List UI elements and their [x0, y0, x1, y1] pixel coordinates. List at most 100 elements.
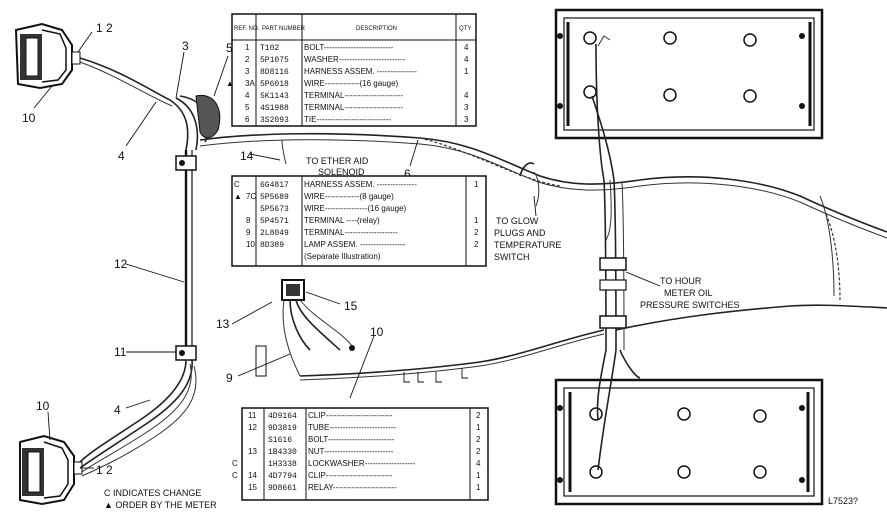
destination-labels: TO ETHER AID SOLENOID TO GLOW PLUGS AND … — [104, 156, 858, 510]
figure-number: L7523? — [828, 496, 858, 506]
table2-description: WIRE----------------(16 gauge) — [304, 204, 407, 213]
table1-ref: 1 — [245, 43, 250, 52]
table3-mark: C — [232, 459, 238, 468]
table1-row: 6 3S2093 TIE---------------------------- 3 — [245, 115, 469, 125]
table1-qty: 3 — [464, 115, 469, 124]
table1-part-number: T102 — [260, 44, 279, 53]
label-ether-aid-1: TO ETHER AID — [306, 156, 369, 166]
table1-part-number: 4S1988 — [260, 104, 289, 113]
table3-description: BOLT------------------------- — [308, 435, 395, 444]
table2-description: WIRE-------------(8 gauge) — [304, 192, 394, 201]
table1-part-number: 5P6018 — [260, 80, 289, 89]
table1-part-number: 8D8116 — [260, 68, 289, 77]
callout-1-2-bottom: 1 2 — [96, 463, 113, 477]
table2-ref: 10 — [246, 240, 255, 249]
table3-part-number: 4D9164 — [268, 412, 297, 421]
callout-4-bottom: 4 — [114, 403, 121, 417]
table3-part-number: 9D8661 — [268, 484, 297, 493]
callout-10-top: 10 — [22, 111, 36, 125]
table3-description: TUBE------------------------- — [308, 423, 396, 432]
table3-part-number: 4D7794 — [268, 472, 297, 481]
table2-qty: 2 — [474, 228, 479, 237]
table1-ref: 6 — [245, 115, 250, 124]
table3-part-number: S1616 — [268, 436, 292, 445]
tie-clips-lower — [403, 368, 468, 383]
callout-10-mid: 10 — [370, 325, 384, 339]
table3-part-number: 9D3819 — [268, 424, 297, 433]
table3-ref: 11 — [248, 411, 257, 420]
callout-numbers: 1 2 3 5 10 4 14 6 12 11 4 10 1 2 13 15 9… — [22, 21, 411, 477]
callout-11: 11 — [114, 345, 127, 359]
table3-qty: 1 — [476, 483, 481, 492]
table1-ref: 4 — [245, 91, 250, 100]
table1-qty: 4 — [464, 55, 469, 64]
table2-mark: ▲ — [234, 192, 242, 201]
callout-14: 14 — [240, 149, 254, 163]
table3-description: CLIP------------------------- — [308, 471, 393, 480]
wire-harness — [79, 35, 887, 477]
lamp-assembly-bottom — [19, 434, 83, 506]
table3-description: RELAY------------------------ — [308, 483, 397, 492]
table2-description: TERMINAL-------------------- — [304, 228, 398, 237]
table1-qty: 4 — [464, 43, 469, 52]
legend-change: C INDICATES CHANGE — [104, 488, 201, 498]
legend-order: ▲ ORDER BY THE METER — [104, 500, 217, 510]
table2-part-number: 8D389 — [260, 241, 284, 250]
table3-description: NUT-------------------------- — [308, 447, 394, 456]
table2-qty: 1 — [474, 180, 479, 189]
table1-qty: 1 — [464, 67, 469, 76]
table2-description: TERMINAL ----(relay) — [304, 216, 380, 225]
table1-description: HARNESS ASSEM. --------------- — [304, 67, 417, 76]
label-hour-1: TO HOUR — [660, 276, 702, 286]
table1-ref: 3A — [245, 79, 255, 88]
label-hour-2: METER OIL — [664, 288, 713, 298]
table1-description: TIE---------------------------- — [304, 115, 391, 124]
battery-top — [554, 8, 824, 140]
table3-qty: 1 — [476, 423, 481, 432]
table2-part-number: 5P4571 — [260, 217, 289, 226]
table3-ref: 13 — [248, 447, 257, 456]
callout-5: 5 — [226, 41, 233, 55]
label-ether-aid-2: SOLENOID — [318, 167, 365, 177]
callout-10-bottom: 10 — [36, 399, 50, 413]
table3-description: LOCKWASHER------------------- — [308, 459, 416, 468]
table2-description: LAMP ASSEM. ----------------- — [304, 240, 406, 249]
battery-bottom — [554, 378, 824, 506]
callout-12: 12 — [114, 257, 128, 271]
table1-description: TERMINAL---------------------- — [304, 103, 403, 112]
table1-header-qty: QTY — [459, 26, 471, 32]
table1-mark: ▲ — [226, 79, 234, 88]
table1-part-number: 3S2093 — [260, 116, 289, 125]
table1-header-part: PART NUMBER — [262, 26, 306, 32]
table2-description: (Separate Illustration) — [304, 252, 381, 261]
table1-ref: 5 — [245, 103, 250, 112]
table1-part-number: 5K1143 — [260, 92, 289, 101]
table2-description: HARNESS ASSEM. --------------- — [304, 180, 417, 189]
table3-description: CLIP------------------------- — [308, 411, 393, 420]
callout-15: 15 — [344, 299, 358, 313]
